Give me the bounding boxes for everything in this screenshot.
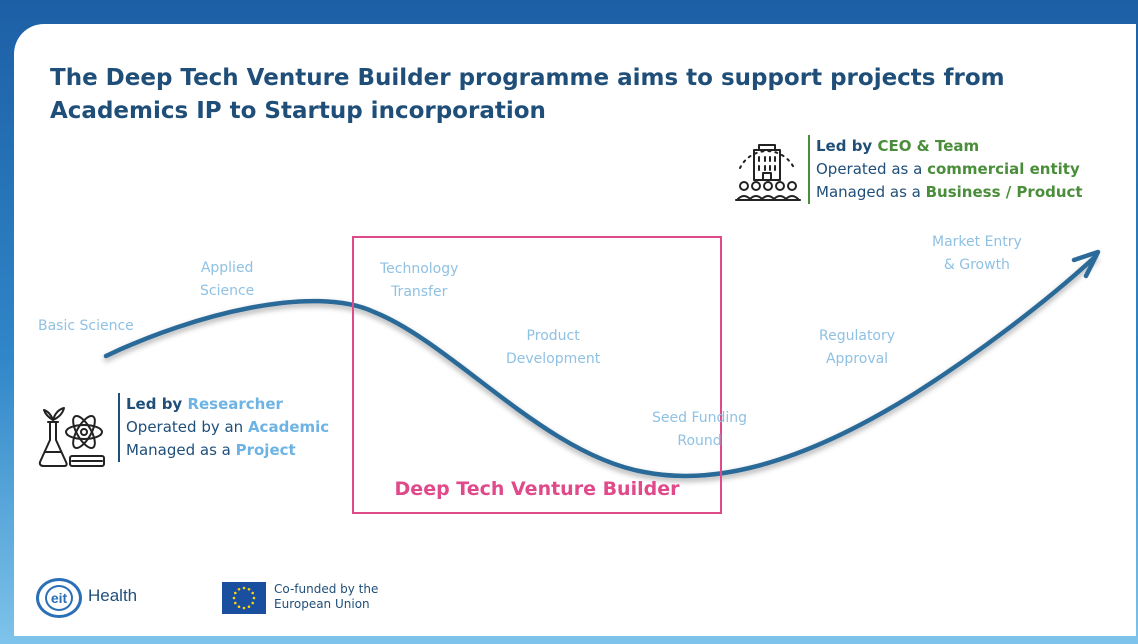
eit-circle-icon: eit — [36, 578, 82, 618]
ceo-operated-as: Operated as a commercial entity — [816, 160, 1080, 178]
eu-cofunded-text: Co-funded by the European Union — [274, 582, 379, 611]
stage-market-entry: Market Entry & Growth — [932, 234, 1022, 273]
stage-seed-funding: Seed Funding Round — [652, 410, 748, 449]
ceo-led-by: Led by CEO & Team — [816, 137, 980, 155]
slide-title: The Deep Tech Venture Builder programme … — [50, 65, 1005, 124]
stage-basic-science: Basic Science — [38, 318, 134, 334]
eu-flag-icon — [222, 582, 266, 614]
curve-path — [103, 253, 1099, 479]
slide: The Deep Tech Venture Builder programme … — [14, 24, 1136, 636]
researcher-info-box: Led by Researcher Operated by an Academi… — [118, 393, 329, 462]
stage-regulatory-approval: Regulatory Approval — [819, 328, 896, 367]
dtvb-label: Deep Tech Venture Builder — [394, 478, 680, 500]
company-team-icon — [735, 144, 801, 201]
researcher-operated-by: Operated by an Academic — [126, 418, 330, 436]
researcher-managed-as: Managed as a Project — [126, 441, 296, 459]
science-lab-icon — [38, 407, 105, 467]
dtvb-highlight-box: Deep Tech Venture Builder — [352, 236, 722, 514]
stage-applied-science: Applied Science — [200, 260, 255, 299]
arrow-head — [1071, 249, 1101, 279]
stage-technology-transfer: Technology Transfer — [380, 261, 459, 300]
ceo-info-box: Led by CEO & Team Operated as a commerci… — [808, 135, 1083, 204]
researcher-led-by: Led by Researcher — [126, 395, 283, 413]
eit-health-logo: eit Health — [36, 576, 176, 620]
venture-curve — [103, 249, 1101, 479]
stage-product-development: Product Development — [506, 328, 601, 367]
ceo-managed-as: Managed as a Business / Product — [816, 183, 1083, 201]
